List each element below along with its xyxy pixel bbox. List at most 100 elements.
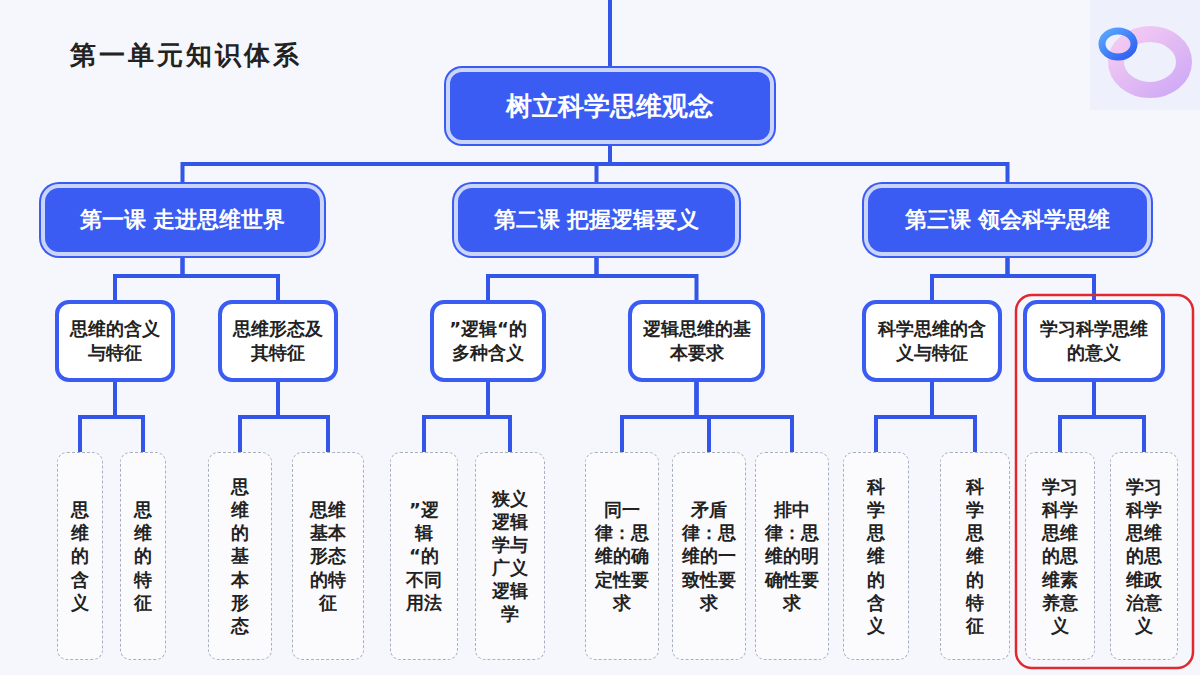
connector-line [932,252,1008,300]
lesson-box: 第二课 把握逻辑要义 [458,188,735,252]
node-text: 学习科学思维的思维素养意义 [1041,475,1080,636]
node-text: 第三课 领会科学思维 [905,205,1111,235]
tree-connector [278,382,328,452]
connector-line [115,382,143,452]
text-wrap: 学习科学思维的思维素养意义 [1041,475,1080,636]
text-wrap: 同一律：思维的确定性要求 [593,498,651,613]
topic-box: 科学思维的含义与特征 [862,300,1002,382]
node-text: 第二课 把握逻辑要义 [494,205,700,235]
point-box: 学习科学思维的思维政治意义 [1110,452,1178,660]
node-text: ”逻辑“的多种含义 [444,317,532,366]
node-text: 思维的基本形态 [230,475,251,636]
node-text: 狭义逻辑学与广义逻辑学 [491,487,530,625]
point-box: 科学思维的含义 [843,452,909,660]
connector-line [488,252,597,300]
topic-box: 思维形态及其特征 [218,300,338,382]
node-text: 思维的特征 [133,498,154,613]
tree-connector [183,140,611,188]
tree-connector [597,140,611,188]
text-wrap: 科学思维的含义与特征 [876,317,988,366]
top-trunk-line [608,0,612,72]
text-wrap: 矛盾律：思维的一致性要求 [680,498,738,613]
point-box: 思维的基本形态 [208,452,272,660]
text-wrap: 排中律：思维的明确性要求 [763,498,821,613]
tree-connector [115,252,183,300]
root-box: 树立科学思维观念 [450,72,770,140]
tree-connector [183,252,279,300]
point-box: 科学思维的特征 [940,452,1010,660]
tree-connector [488,252,597,300]
lesson-box: 第三课 领会科学思维 [868,188,1147,252]
node-text: 树立科学思维观念 [506,89,714,124]
node-text: 排中律：思维的明确性要求 [763,498,821,613]
connector-line [240,382,278,452]
node-text: 思维形态及其特征 [232,317,324,366]
text-wrap: ”逻辑“的多种含义 [444,317,532,366]
tree-connector [424,382,488,452]
connector-line [697,382,793,452]
tree-connector [697,382,793,452]
connector-line [597,140,611,188]
connector-line [932,382,975,452]
text-wrap: 第三课 领会科学思维 [905,205,1111,235]
connector-line [876,382,932,452]
point-box: 狭义逻辑学与广义逻辑学 [475,452,545,660]
connector-line [115,252,183,300]
text-wrap: 思维的含义 [70,498,91,613]
node-text: 思维基本形态的特征 [309,498,348,613]
point-box: 思维的含义 [57,452,103,660]
node-text: ”逻辑“的不同用法 [405,498,444,613]
tree-connector [1008,252,1095,300]
topic-box: 思维的含义与特征 [55,300,175,382]
text-wrap: 学习科学思维的意义 [1037,317,1151,366]
text-wrap: 思维基本形态的特征 [309,498,348,613]
tree-connector [80,382,115,452]
connector-line [1094,382,1144,452]
node-text: 同一律：思维的确定性要求 [593,498,651,613]
tree-connector [1094,382,1144,452]
pink-ring [1116,34,1184,90]
tree-connector [622,382,697,452]
node-text: 学习科学思维的意义 [1037,317,1151,366]
tree-connector [932,252,1008,300]
connector-line [488,382,510,452]
connector-line [610,140,1008,188]
text-wrap: 科学思维的特征 [965,475,986,636]
tree-connector [610,140,1008,188]
connector-line [80,382,115,452]
point-box: 思维的特征 [120,452,166,660]
node-text: 科学思维的特征 [965,475,986,636]
point-box: 排中律：思维的明确性要求 [755,452,829,660]
node-text: 矛盾律：思维的一致性要求 [680,498,738,613]
text-wrap: 逻辑思维的基本要求 [642,317,751,366]
connector-line [1008,252,1095,300]
tree-connector [240,382,278,452]
text-wrap: 学习科学思维的思维政治意义 [1125,475,1164,636]
point-box: 同一律：思维的确定性要求 [585,452,659,660]
text-wrap: 第一课 走进思维世界 [80,205,286,235]
node-text: 思维的含义 [70,498,91,613]
text-wrap: 思维形态及其特征 [232,317,324,366]
node-text: 科学思维的含义与特征 [876,317,988,366]
text-wrap: 思维的含义与特征 [69,317,161,366]
tree-connector [597,252,697,300]
tree-connector [1060,382,1094,452]
tree-connector [488,382,510,452]
tree-connector [932,382,975,452]
text-wrap: 思维的特征 [133,498,154,613]
topic-box: ”逻辑“的多种含义 [430,300,546,382]
connector-line [424,382,488,452]
node-text: 科学思维的含义 [866,475,887,636]
tree-connector [876,382,932,452]
connector-line [622,382,697,452]
point-box: 矛盾律：思维的一致性要求 [672,452,746,660]
node-text: 学习科学思维的思维政治意义 [1125,475,1164,636]
point-box: ”逻辑“的不同用法 [390,452,458,660]
text-wrap: 科学思维的含义 [866,475,887,636]
diagram-title: 第一单元知识体系 [70,38,302,73]
text-wrap: 狭义逻辑学与广义逻辑学 [491,487,530,625]
connector-line [1060,382,1094,452]
text-wrap: 树立科学思维观念 [506,89,714,124]
